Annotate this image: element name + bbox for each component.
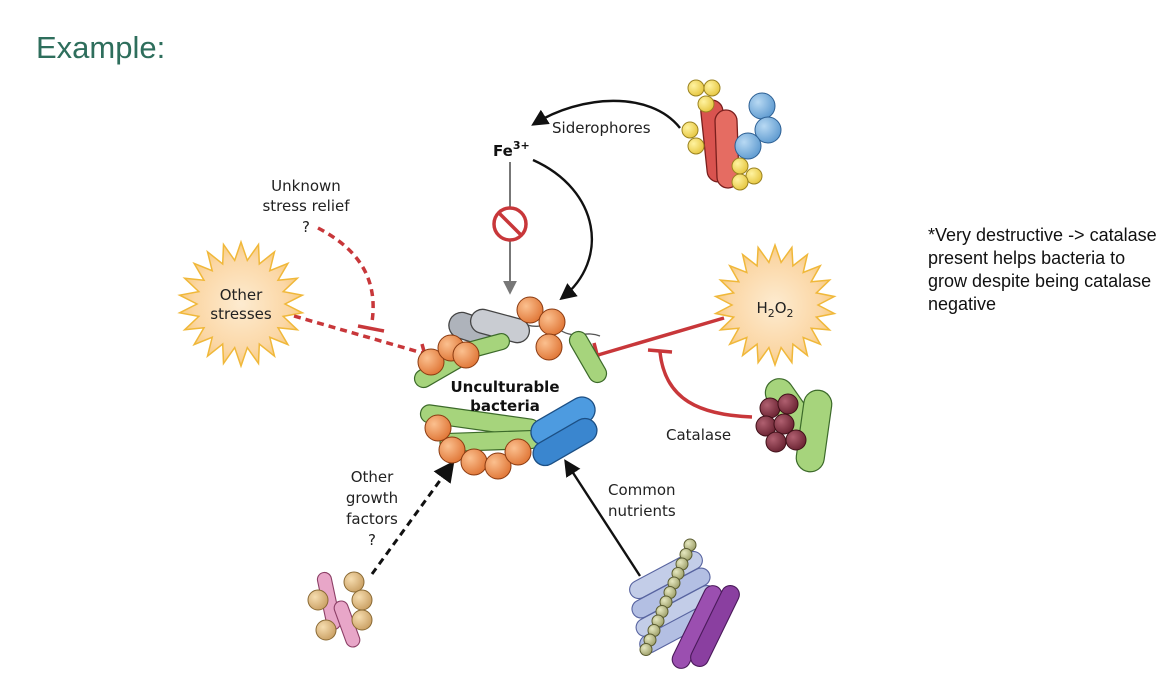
catalase-producer-cluster <box>755 378 833 473</box>
slide-title: Example: <box>36 30 166 65</box>
growth-factors-arrow <box>370 460 455 575</box>
catalase-label: Catalase <box>666 426 731 444</box>
growth-factor-producer-cluster <box>307 571 373 648</box>
siderophore-producer-cluster <box>681 79 782 191</box>
growth-label-line2: growth <box>346 489 398 507</box>
catalase-inhibitor <box>658 351 753 419</box>
center-label-line1: Unculturable <box>451 378 560 396</box>
chain-bead <box>639 643 653 656</box>
h2o2-burst <box>713 242 837 368</box>
unculturable-bacteria-cluster <box>413 296 608 480</box>
nutrients-arrow <box>564 459 642 577</box>
iron-uptake-arrow <box>532 158 594 301</box>
growth-label-line1: Other <box>351 468 394 486</box>
other-stresses-line2: stresses <box>210 305 272 323</box>
growth-label-line4: ? <box>368 531 376 549</box>
unknown-label-line3: ? <box>302 218 310 236</box>
siderophores-arrow <box>531 99 681 129</box>
nutrient-producer-cluster <box>629 538 740 669</box>
growth-label-line3: factors <box>346 510 398 528</box>
slide-note: *Very destructive -> catalase present he… <box>928 225 1157 314</box>
other-stresses-burst <box>177 239 305 369</box>
other-stresses-line1: Other <box>220 286 263 304</box>
center-label-line2: bacteria <box>470 397 540 415</box>
no-entry-icon <box>492 206 528 242</box>
h2o2-inhibitor <box>597 316 725 357</box>
other-stresses-inhibitor <box>293 314 427 356</box>
h2o2-label: H2O2 <box>756 299 793 320</box>
iron-label: Fe3+ <box>493 139 530 160</box>
unknown-label-line1: Unknown <box>271 177 341 195</box>
unknown-label-line2: stress relief <box>262 197 350 215</box>
unknown-relief-inhibitor <box>317 226 375 323</box>
nutrients-label-line2: nutrients <box>608 502 676 520</box>
siderophores-label: Siderophores <box>552 119 651 137</box>
nutrients-label-line1: Common <box>608 481 676 499</box>
